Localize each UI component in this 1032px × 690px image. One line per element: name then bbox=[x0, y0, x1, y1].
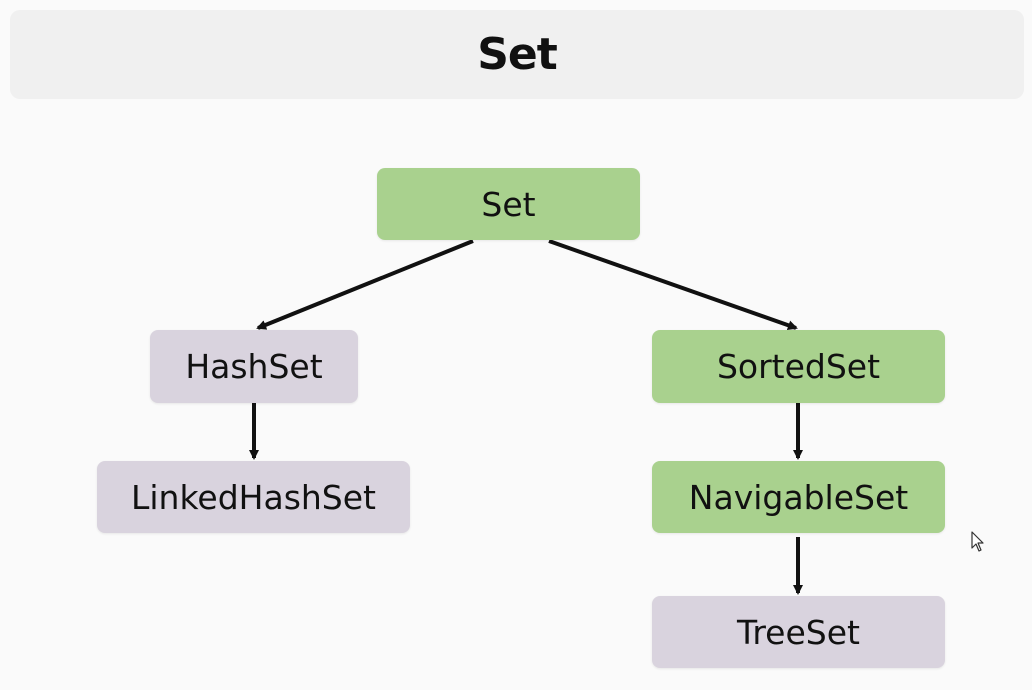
node-sortedset: SortedSet bbox=[652, 330, 945, 403]
arrow-set-to-hashset bbox=[256, 239, 474, 330]
node-set: Set bbox=[377, 168, 640, 240]
node-treeset-label: TreeSet bbox=[737, 612, 860, 652]
mouse-pointer-icon bbox=[971, 531, 984, 552]
node-hashset-label: HashSet bbox=[185, 347, 323, 386]
node-navigableset-label: NavigableSet bbox=[688, 477, 909, 517]
node-hashset: HashSet bbox=[150, 330, 358, 403]
node-set-label: Set bbox=[481, 184, 536, 224]
node-linkedhashset-label: LinkedHashSet bbox=[131, 477, 376, 517]
node-navigableset: NavigableSet bbox=[652, 461, 945, 533]
node-treeset: TreeSet bbox=[652, 596, 945, 668]
title-bar: Set bbox=[10, 10, 1024, 99]
page-title: Set bbox=[477, 29, 558, 80]
arrow-set-to-sortedset bbox=[548, 239, 798, 331]
node-linkedhashset: LinkedHashSet bbox=[97, 461, 410, 533]
node-sortedset-label: SortedSet bbox=[716, 347, 881, 386]
